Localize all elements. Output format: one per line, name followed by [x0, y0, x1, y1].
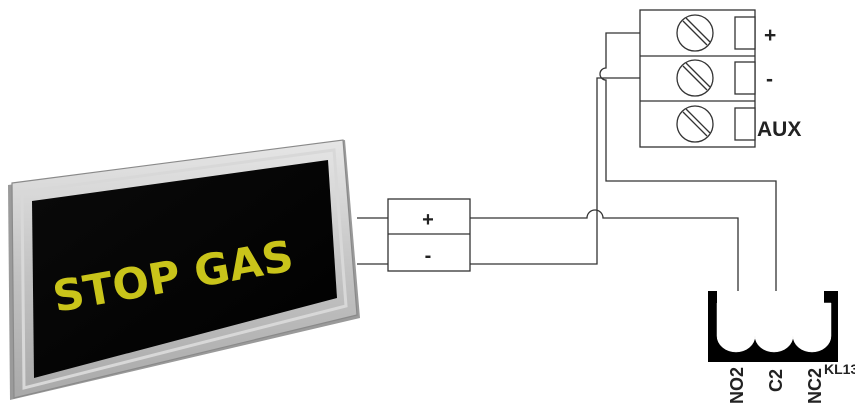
wire-power-minus-to-sign-minus: [470, 77, 640, 265]
sign-display-face: [32, 160, 337, 378]
sign-terminal-minus-label: -: [425, 245, 432, 267]
power-terminal-block: + - AUX: [639, 9, 801, 148]
slot-aux: [734, 107, 756, 141]
wire-sign-plus-to-no2: [470, 209, 739, 291]
pin-nc2-slot: [812, 291, 824, 305]
pin-no2-label: NO2: [727, 367, 747, 404]
sign-terminal-block: + -: [387, 198, 471, 272]
relay-connector-kl13: NO2 C2 NC2 KL13: [708, 291, 855, 404]
power-aux-label: AUX: [757, 118, 801, 141]
slot-minus: [734, 61, 756, 95]
power-minus-label: -: [766, 68, 773, 91]
power-plus-label: +: [764, 24, 776, 47]
screw-aux-icon: [676, 105, 714, 143]
stop-gas-sign: STOP GAS: [8, 139, 360, 400]
sign-terminal-plus-label: +: [422, 209, 434, 231]
pin-nc2-label: NC2: [805, 368, 825, 404]
slot-plus: [734, 16, 756, 50]
sign-frame-bevel: [20, 148, 348, 390]
pin-no2-slot: [733, 291, 743, 305]
sign-terminal-outline: [387, 198, 471, 272]
screw-plus-icon: [676, 14, 714, 52]
connector-kl13-label: KL13: [824, 361, 855, 377]
pin-c2-label: C2: [766, 369, 786, 392]
wire-power-plus-to-c2: [599, 32, 777, 291]
screw-minus-icon: [676, 59, 714, 97]
connector-contacts: [716, 302, 832, 353]
pin-c2-slot: [770, 291, 782, 305]
